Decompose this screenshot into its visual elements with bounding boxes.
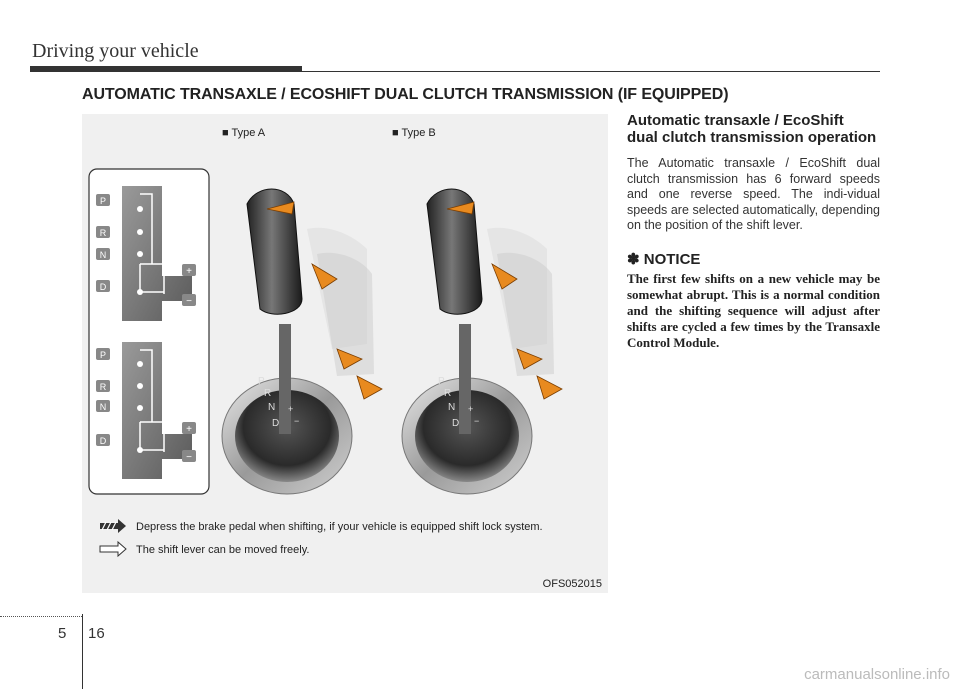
knob-b-minus: − — [474, 416, 479, 426]
gate-b-d: D — [100, 436, 107, 446]
gate-b-plus: + — [186, 424, 192, 435]
footer-dotted-rule — [0, 616, 82, 618]
legend-shift-lock: Depress the brake pedal when shifting, i… — [136, 521, 543, 533]
gate-a-n: N — [100, 250, 107, 260]
knob-b-n: N — [448, 402, 455, 413]
knob-a-d: D — [272, 418, 279, 429]
shift-illustration: ■ Type A ■ Type B P R N D + − — [88, 127, 602, 590]
gate-b-p: P — [100, 350, 106, 360]
gate-a-plus: + — [186, 266, 192, 277]
legend-free-move: The shift lever can be moved freely. — [136, 544, 309, 556]
outline-arrow-icon — [99, 540, 127, 558]
footer-divider — [82, 614, 83, 689]
type-b-label: ■ Type B — [392, 127, 436, 139]
operation-paragraph: The Automatic transaxle / EcoShift dual … — [627, 156, 880, 232]
knob-b-r: R — [444, 388, 451, 399]
knob-a-p: P — [258, 376, 265, 387]
chapter-number: 5 — [58, 625, 67, 642]
figure-legend: Depress the brake pedal when shifting, i… — [99, 519, 543, 558]
gate-b-minus: − — [186, 452, 192, 463]
figure-code: OFS052015 — [543, 578, 602, 590]
notice-text: The first few shifts on a new vehicle ma… — [627, 270, 880, 350]
gate-panel — [88, 168, 210, 495]
knob-a-plus: + — [288, 404, 293, 414]
knob-a-n: N — [268, 402, 275, 413]
knob-a-minus: − — [294, 416, 299, 426]
gate-diagram-b: P R N D + − — [96, 342, 196, 479]
text-column: Automatic transaxle / EcoShift dual clut… — [627, 112, 880, 351]
gate-diagram-a: P R N D + − — [96, 186, 196, 321]
type-a-label: ■ Type A — [222, 127, 266, 139]
gate-a-p: P — [100, 196, 106, 206]
hatched-arrow-icon — [100, 519, 126, 533]
gate-a-minus: − — [186, 296, 192, 307]
header-rule — [30, 71, 880, 72]
watermark: carmanualsonline.info — [804, 666, 950, 683]
gate-a-r: R — [100, 228, 107, 238]
header-bar — [30, 66, 302, 72]
shift-lever-figure: ■ Type A ■ Type B P R N D + − — [82, 114, 608, 593]
page-number: 16 — [88, 625, 105, 642]
notice-title: ✽ NOTICE — [627, 250, 701, 268]
subheading-line-1: Automatic transaxle / EcoShift — [627, 112, 844, 129]
knob-a-r: R — [264, 388, 271, 399]
knob-b-d: D — [452, 418, 459, 429]
gate-a-d: D — [100, 282, 107, 292]
gate-b-n: N — [100, 402, 107, 412]
knob-b-p: P — [438, 376, 445, 387]
subheading: Automatic transaxle / EcoShift dual clut… — [627, 112, 880, 146]
knob-b-plus: + — [468, 404, 473, 414]
shifter-b: P R N D + − — [401, 188, 563, 495]
shifter-a: P R N D + − — [221, 188, 383, 495]
subheading-line-2: dual clutch transmission operation — [627, 129, 877, 146]
running-header: Driving your vehicle — [32, 40, 199, 62]
section-title: AUTOMATIC TRANSAXLE / ECOSHIFT DUAL CLUT… — [82, 86, 729, 103]
gate-b-r: R — [100, 382, 107, 392]
